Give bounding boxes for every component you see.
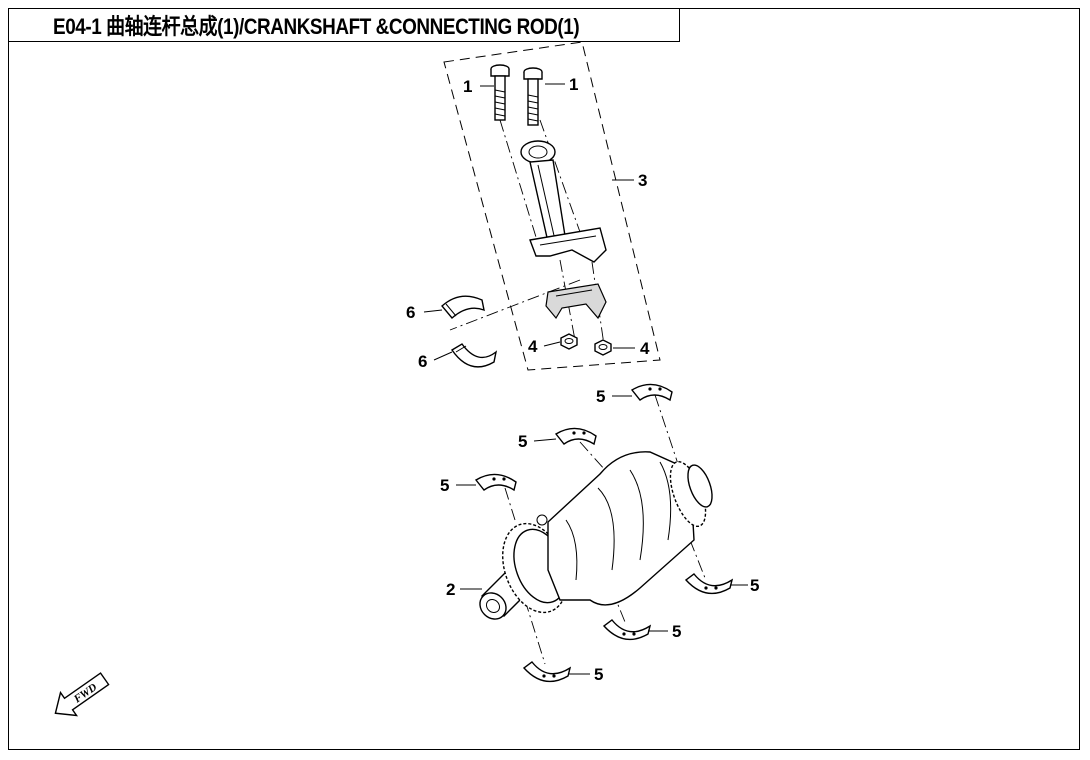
callout-main-bearing-lower-right: 5 xyxy=(750,576,759,595)
conrod-bolt-right xyxy=(523,67,543,126)
callout-bolt-right: 1 xyxy=(569,75,578,94)
rod-bearing-upper xyxy=(441,295,485,319)
callout-conrod-assembly: 3 xyxy=(638,171,647,190)
forward-arrow-icon: FWD xyxy=(54,672,110,717)
callout-bolt-left: 1 xyxy=(463,77,472,96)
crankshaft xyxy=(479,451,713,620)
title-box: E04-1 曲轴连杆总成(1)/CRANKSHAFT &CONNECTING R… xyxy=(8,8,680,42)
conrod-nut-right xyxy=(594,339,612,356)
callout-main-bearing-upper-mid: 5 xyxy=(518,432,527,451)
callout-nut-right: 4 xyxy=(640,339,650,358)
callout-main-bearing-bottom: 5 xyxy=(594,665,603,684)
main-bearing-left xyxy=(474,473,517,492)
connecting-rod xyxy=(520,140,607,320)
rod-bearing-lower xyxy=(450,343,498,368)
callout-main-bearing-lower-mid: 5 xyxy=(672,622,681,641)
conrod-bolt-left xyxy=(490,64,510,121)
leader-lines xyxy=(423,83,748,675)
main-bearing-lower-right xyxy=(684,573,734,595)
conrod-nut-left xyxy=(560,333,578,350)
main-bearing-upper-mid xyxy=(554,427,597,446)
main-bearing-lower-mid xyxy=(602,619,652,641)
main-bearing-bottom xyxy=(522,661,572,683)
main-bearing-top-right xyxy=(630,383,673,402)
alignment-lines xyxy=(449,119,706,665)
page-title: E04-1 曲轴连杆总成(1)/CRANKSHAFT &CONNECTING R… xyxy=(53,14,580,39)
callout-nut-left: 4 xyxy=(528,337,538,356)
callout-rod-bearing-lower: 6 xyxy=(418,352,427,371)
callout-main-bearing-left: 5 xyxy=(440,476,449,495)
conrod-assembly-boundary xyxy=(443,41,661,371)
callout-main-bearing-top-right: 5 xyxy=(596,387,605,406)
callout-crankshaft: 2 xyxy=(446,580,455,599)
callout-rod-bearing-upper: 6 xyxy=(406,303,415,322)
